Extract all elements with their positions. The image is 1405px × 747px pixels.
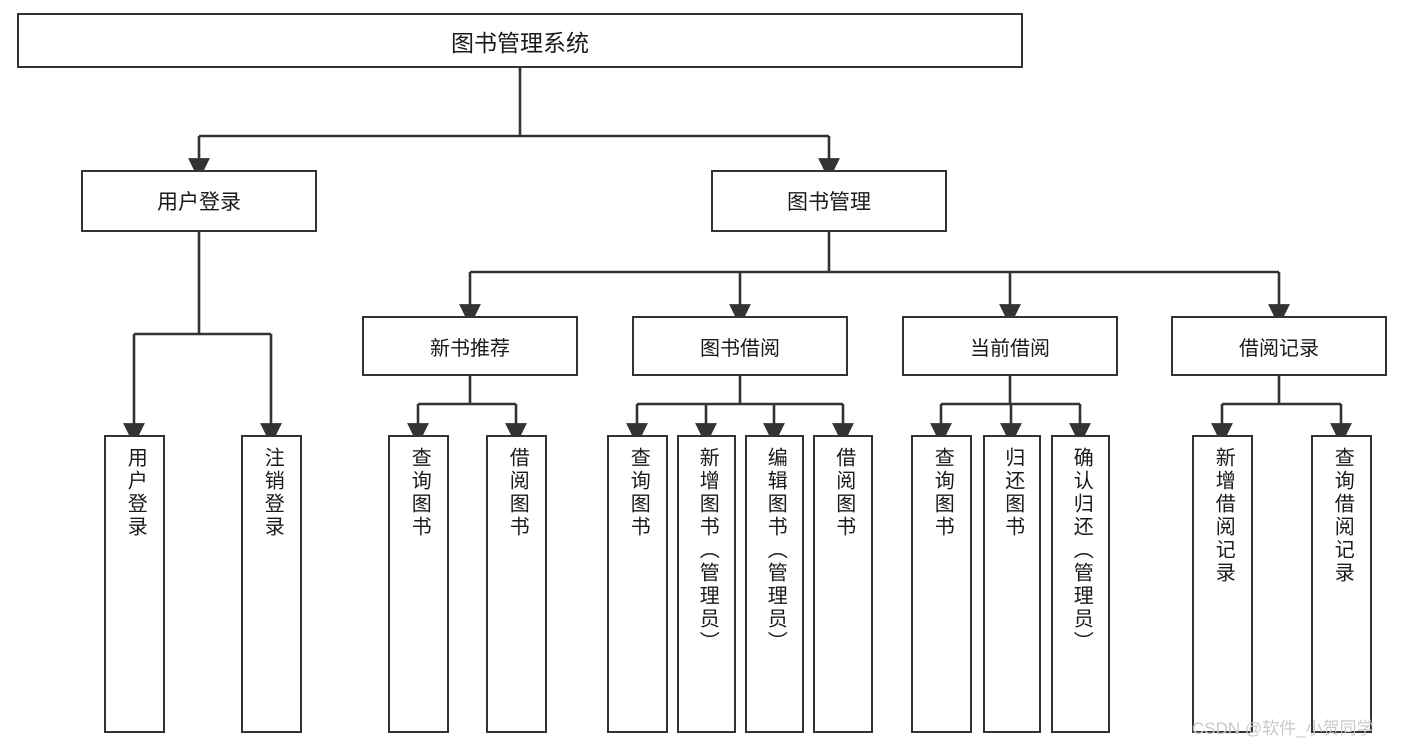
leaf-label: 查询借阅记录 — [1331, 447, 1354, 585]
leaf-query-book-newbook[interactable]: 查询图书 — [388, 435, 449, 733]
node-user-login[interactable]: 用户登录 — [81, 170, 317, 232]
connector-newbook-to-leaves — [407, 376, 527, 446]
leaf-add-borrow-record[interactable]: 新增借阅记录 — [1192, 435, 1253, 733]
leaf-confirm-return-admin[interactable]: 确认归还（管理员） — [1051, 435, 1110, 733]
leaf-borrow-book-newbook[interactable]: 借阅图书 — [486, 435, 547, 733]
leaf-borrow-book[interactable]: 借阅图书 — [813, 435, 873, 733]
node-borrow-records[interactable]: 借阅记录 — [1171, 316, 1387, 376]
node-label: 图书借阅 — [700, 337, 780, 360]
leaf-edit-book-admin[interactable]: 编辑图书（管理员） — [745, 435, 804, 733]
leaf-label: 查询图书 — [627, 447, 650, 539]
leaf-label: 查询图书 — [408, 447, 431, 539]
leaf-query-borrow-record[interactable]: 查询借阅记录 — [1311, 435, 1372, 733]
leaf-label: 借阅图书 — [832, 447, 855, 539]
node-book-management[interactable]: 图书管理 — [711, 170, 947, 232]
connector-booking-to-level2 — [459, 232, 1290, 327]
node-root-library-system[interactable]: 图书管理系统 — [17, 13, 1023, 68]
leaf-user-login[interactable]: 用户登录 — [104, 435, 165, 733]
node-label: 用户登录 — [157, 191, 241, 214]
node-label: 新书推荐 — [430, 337, 510, 360]
node-book-borrow[interactable]: 图书借阅 — [632, 316, 848, 376]
leaf-label: 新增图书（管理员） — [696, 447, 719, 654]
leaf-label: 编辑图书（管理员） — [764, 447, 787, 654]
leaf-logout-login[interactable]: 注销登录 — [241, 435, 302, 733]
connector-root-to-level1 — [188, 68, 840, 181]
leaf-add-book-admin[interactable]: 新增图书（管理员） — [677, 435, 736, 733]
connector-borrow-to-leaves — [626, 376, 854, 446]
node-label: 图书管理 — [787, 191, 871, 214]
node-label: 图书管理系统 — [451, 29, 589, 56]
node-label: 当前借阅 — [970, 337, 1050, 360]
leaf-label: 查询图书 — [931, 447, 954, 539]
connector-login-to-leaves — [123, 232, 282, 446]
leaf-label: 借阅图书 — [506, 447, 529, 539]
leaf-query-book-current[interactable]: 查询图书 — [911, 435, 972, 733]
leaf-label: 用户登录 — [124, 447, 147, 539]
connector-current-to-leaves — [930, 376, 1091, 446]
leaf-label: 新增借阅记录 — [1212, 447, 1235, 585]
leaf-return-book[interactable]: 归还图书 — [983, 435, 1041, 733]
node-current-borrow[interactable]: 当前借阅 — [902, 316, 1118, 376]
leaf-label: 确认归还（管理员） — [1070, 447, 1093, 654]
leaf-label: 归还图书 — [1001, 447, 1024, 539]
connector-records-to-leaves — [1211, 376, 1352, 446]
leaf-label: 注销登录 — [261, 447, 284, 539]
node-label: 借阅记录 — [1239, 337, 1319, 360]
leaf-query-book-borrow[interactable]: 查询图书 — [607, 435, 668, 733]
node-new-book-recommend[interactable]: 新书推荐 — [362, 316, 578, 376]
